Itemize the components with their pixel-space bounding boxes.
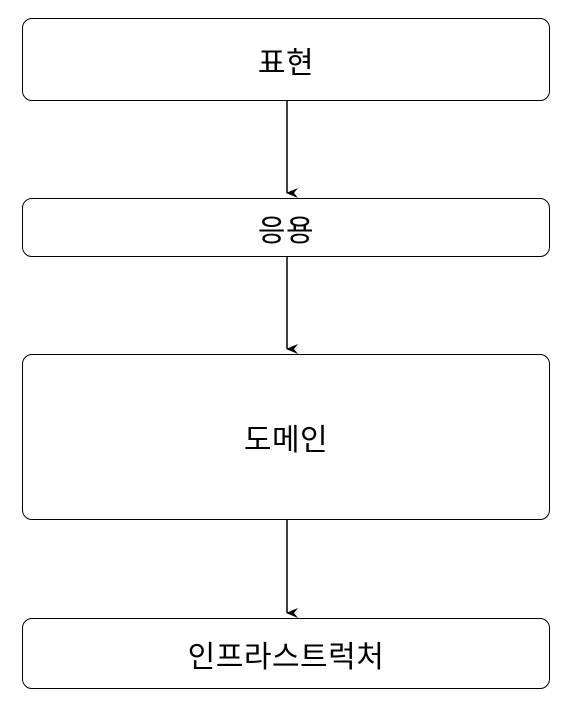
- domain-layer-label: 도메인: [243, 423, 329, 458]
- presentation-layer-box: 표현: [22, 18, 550, 101]
- infrastructure-layer-box: 인프라스트럭처: [22, 618, 550, 689]
- infrastructure-layer-label: 인프라스트럭처: [187, 639, 385, 675]
- application-layer-box: 응용: [22, 198, 550, 257]
- domain-layer-box: 도메인: [22, 354, 550, 520]
- presentation-layer-label: 표현: [257, 45, 315, 81]
- application-layer-label: 응용: [257, 213, 315, 249]
